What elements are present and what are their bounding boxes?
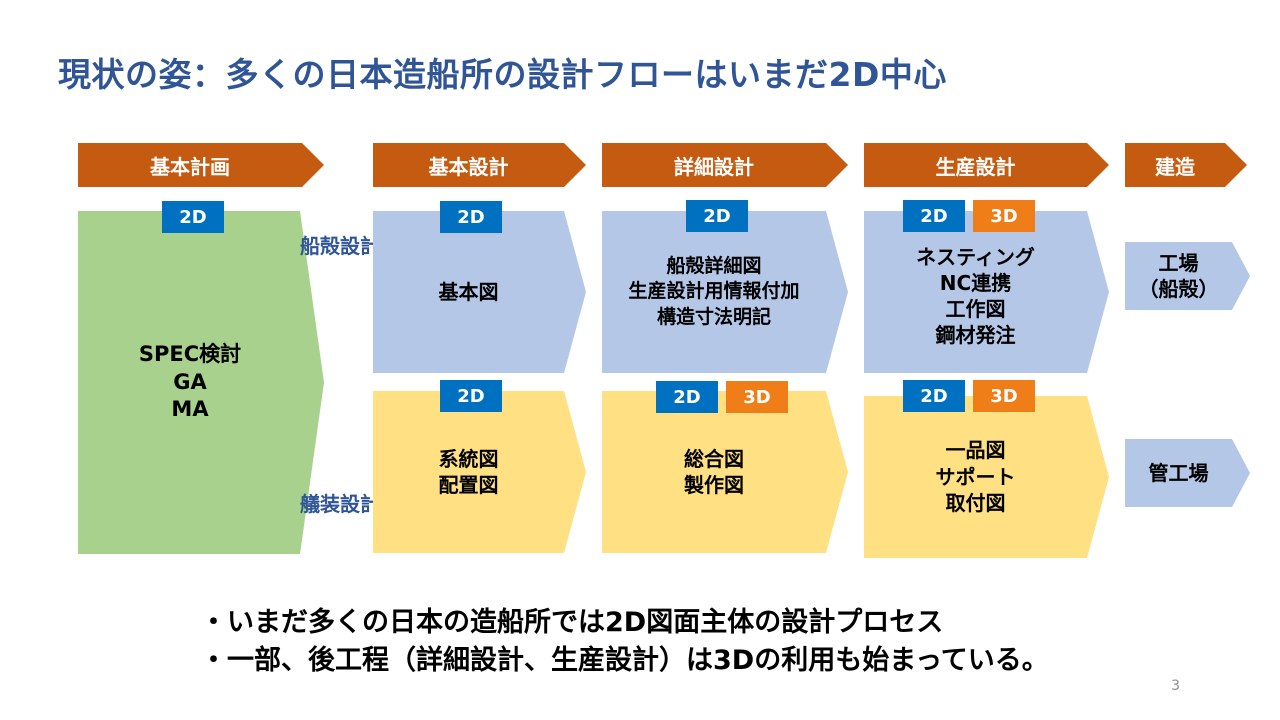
- box-construction-outfit-text: 管工場: [1148, 460, 1209, 485]
- box-basic-plan-text: SPEC検討 GA MA: [138, 341, 242, 422]
- phase-detail-design: 詳細設計: [602, 143, 848, 187]
- box-basic-outfit: 系統図 配置図: [373, 391, 586, 553]
- tag-3d: 3D: [973, 380, 1035, 412]
- box-detail-outfit-text: 総合図 製作図: [684, 446, 744, 497]
- box-construction-outfit: 管工場: [1125, 439, 1250, 507]
- tag-3d: 3D: [973, 200, 1035, 232]
- phase-label: 基本計画: [150, 154, 230, 179]
- phase-basic-plan: 基本計画: [78, 143, 324, 187]
- summary-bullets: ・いまだ多くの日本の造船所では2D図面主体の設計プロセス ・一部、後工程（詳細設…: [200, 604, 1049, 680]
- tag-3d: 3D: [726, 381, 788, 413]
- tag-2d: 2D: [656, 381, 718, 413]
- phase-label: 建造: [1155, 154, 1195, 179]
- page-title: 現状の姿：多くの日本造船所の設計フローはいまだ2D中心: [58, 55, 947, 94]
- box-production-hull-text: ネスティング NC連携 工作図 鋼材発注: [916, 245, 1035, 347]
- page-number: 3: [1171, 678, 1180, 694]
- tag-2d: 2D: [440, 201, 502, 233]
- phase-production-design: 生産設計: [864, 143, 1109, 187]
- phase-label: 詳細設計: [674, 154, 754, 179]
- box-detail-outfit: 総合図 製作図: [602, 391, 848, 553]
- phase-label: 基本設計: [428, 154, 509, 179]
- box-construction-hull: 工場 （船殻）: [1125, 242, 1250, 310]
- tag-2d: 2D: [903, 380, 965, 412]
- box-construction-hull-text: 工場 （船殻）: [1138, 251, 1219, 301]
- tag-2d: 2D: [686, 200, 748, 232]
- tag-2d: 2D: [162, 201, 224, 233]
- tag-2d: 2D: [440, 380, 502, 412]
- bullet-item: ・いまだ多くの日本の造船所では2D図面主体の設計プロセス: [200, 607, 944, 638]
- box-basic-hull-text: 基本図: [438, 279, 499, 304]
- box-basic-plan: SPEC検討 GA MA: [78, 211, 324, 554]
- phase-label: 生産設計: [935, 154, 1016, 179]
- phase-construction: 建造: [1125, 143, 1247, 187]
- tag-2d: 2D: [903, 200, 965, 232]
- bullet-item: ・一部、後工程（詳細設計、生産設計）は3Dの利用も始まっている。: [200, 645, 1049, 676]
- box-detail-hull-text: 船殻詳細図 生産設計用情報付加 構造寸法明記: [628, 255, 800, 328]
- box-production-hull: ネスティング NC連携 工作図 鋼材発注: [864, 211, 1109, 373]
- box-basic-outfit-text: 系統図 配置図: [438, 446, 499, 497]
- box-basic-hull: 基本図: [373, 211, 586, 373]
- lane-label-hull: 船殻設計: [300, 234, 380, 258]
- phase-basic-design: 基本設計: [373, 143, 586, 187]
- box-production-outfit-text: 一品図 サポート 取付図: [935, 438, 1016, 516]
- lane-label-outfitting: 艤装設計: [300, 492, 380, 516]
- box-detail-hull: 船殻詳細図 生産設計用情報付加 構造寸法明記: [602, 211, 848, 373]
- box-production-outfit: 一品図 サポート 取付図: [864, 396, 1109, 558]
